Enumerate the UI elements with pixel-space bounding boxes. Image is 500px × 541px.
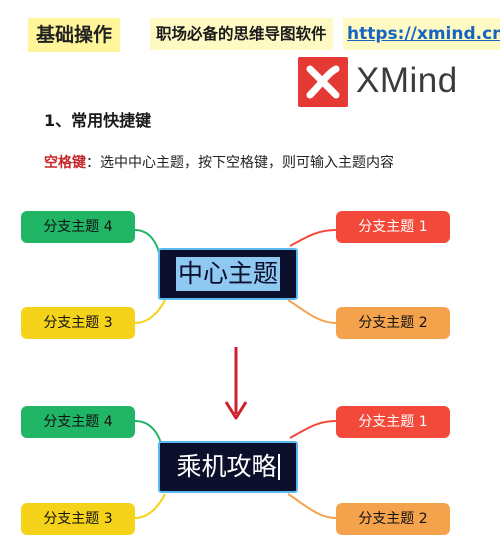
branch-topic-4[interactable]: 分支主题 4 bbox=[21, 211, 135, 243]
branch-topic-3[interactable]: 分支主题 3 bbox=[21, 307, 135, 339]
section-tag: 基础操作 bbox=[28, 18, 121, 52]
branch-topic-1[interactable]: 分支主题 1 bbox=[336, 211, 450, 243]
shortcut-description: 空格键：选中中心主题，按下空格键，则可输入主题内容 bbox=[44, 152, 394, 174]
shortcut-text: 选中中心主题，按下空格键，则可输入主题内容 bbox=[100, 155, 394, 171]
branch-topic-2[interactable]: 分支主题 2 bbox=[336, 503, 450, 535]
central-topic-editing[interactable]: 乘机攻略 bbox=[158, 441, 298, 493]
logo-wordmark: XMind bbox=[356, 61, 458, 100]
central-topic-selected[interactable]: 中心主题 bbox=[158, 248, 298, 300]
branch-topic-1[interactable]: 分支主题 1 bbox=[336, 406, 450, 438]
branch-topic-3[interactable]: 分支主题 3 bbox=[21, 503, 135, 535]
text-cursor bbox=[277, 454, 280, 480]
website-link[interactable]: https://xmind.cn bbox=[343, 18, 500, 50]
subtitle: 职场必备的思维导图软件 bbox=[150, 18, 333, 50]
central-topic-label: 中心主题 bbox=[175, 257, 280, 291]
xmind-logo-icon bbox=[298, 57, 348, 107]
arrow-down-icon bbox=[224, 347, 248, 420]
central-topic-label: 乘机攻略 bbox=[176, 452, 277, 481]
shortcut-key: 空格键 bbox=[44, 155, 86, 171]
branch-topic-4[interactable]: 分支主题 4 bbox=[21, 406, 135, 438]
section-title: 1、常用快捷键 bbox=[44, 111, 152, 130]
shortcut-separator: ： bbox=[86, 155, 100, 171]
branch-topic-2[interactable]: 分支主题 2 bbox=[336, 307, 450, 339]
